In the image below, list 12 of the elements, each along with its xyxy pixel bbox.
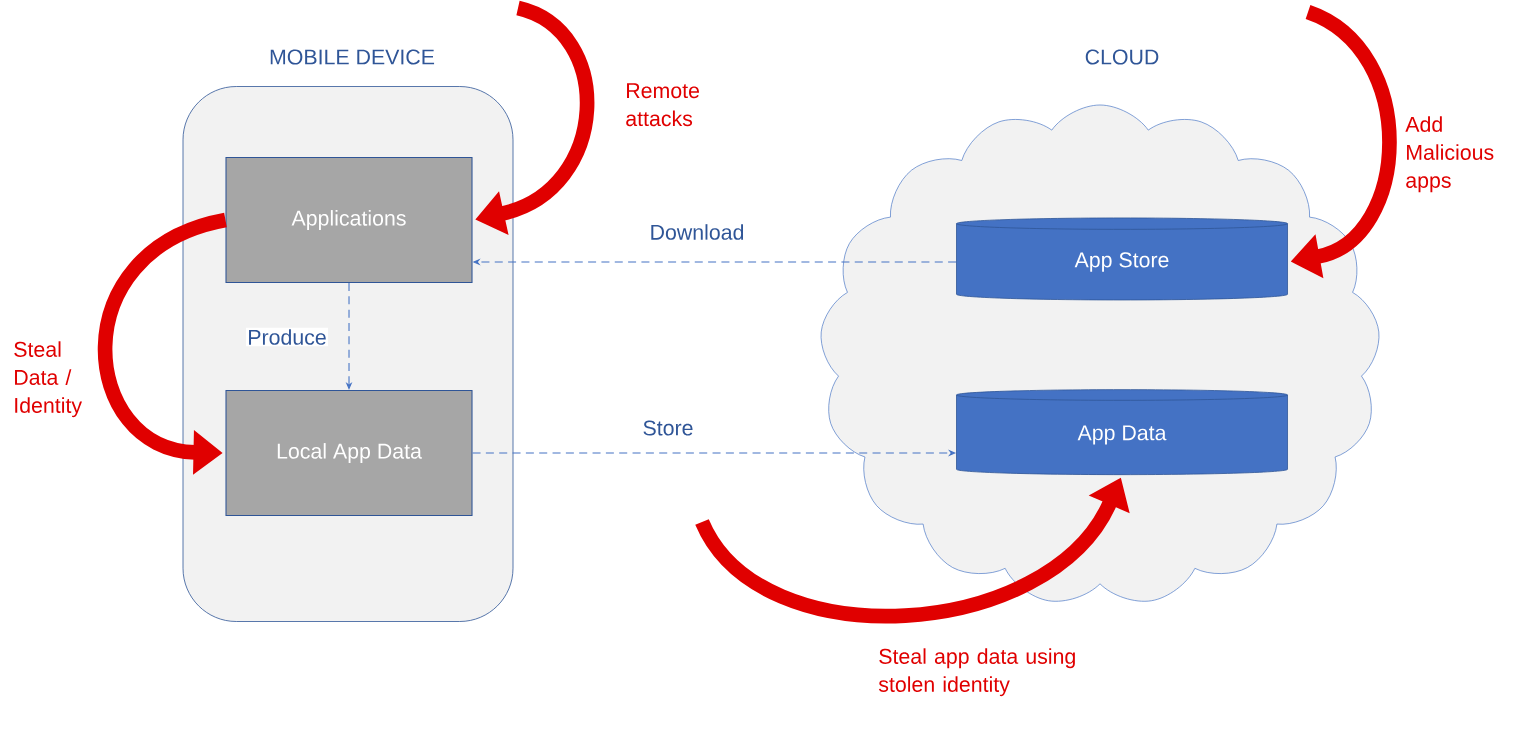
- edge-label: Remote attacks: [626, 83, 699, 127]
- heading: MOBILE DEVICE: [270, 49, 435, 65]
- database-cylinder: App Data: [956, 389, 1288, 476]
- edge-label: Store: [641, 419, 695, 437]
- edge-label: Download: [648, 222, 746, 242]
- process-box: Applications: [225, 156, 473, 284]
- edge-label: Steal app data using stolen identity: [878, 648, 1075, 697]
- heading: CLOUD: [1085, 49, 1159, 65]
- edge-label: Add Malicious apps: [1405, 116, 1494, 193]
- edge-label: Steal Data / Identity: [14, 341, 82, 418]
- database-cylinder: App Store: [956, 217, 1288, 301]
- process-box: Local App Data: [225, 389, 473, 517]
